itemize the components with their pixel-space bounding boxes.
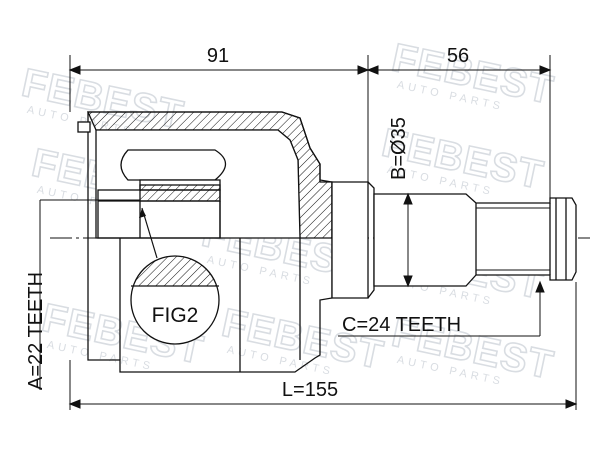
dim-b-label: B=Ø35 bbox=[388, 117, 410, 180]
dim-c bbox=[338, 280, 545, 337]
arrow bbox=[565, 399, 578, 409]
arrow bbox=[539, 65, 552, 75]
roller bbox=[120, 149, 227, 181]
dim-91 bbox=[68, 55, 370, 182]
arrow bbox=[68, 399, 81, 409]
shaft-splined-end bbox=[373, 193, 577, 287]
dim-56 bbox=[366, 55, 552, 198]
tripod-assembly bbox=[97, 149, 227, 239]
housing-notch bbox=[77, 121, 91, 133]
arrow bbox=[403, 275, 413, 288]
dim-l-label: L=155 bbox=[282, 379, 338, 401]
spider-teeth bbox=[139, 184, 221, 202]
fig2-detail: FIG2 bbox=[130, 207, 220, 345]
dim-b bbox=[403, 192, 413, 288]
dim-l bbox=[68, 282, 578, 410]
watermark-logo: FEBEST AUTO PARTS bbox=[387, 35, 558, 114]
shaft bbox=[331, 181, 577, 299]
dim-c-label: C=24 TEETH bbox=[342, 314, 461, 336]
shaft-neck bbox=[331, 181, 369, 299]
fig2-leader-arrow bbox=[139, 208, 146, 218]
fig2-hatch bbox=[131, 256, 219, 286]
fig2-label: FIG2 bbox=[152, 304, 199, 327]
arrow bbox=[535, 280, 545, 293]
arrow bbox=[366, 65, 379, 75]
arrow bbox=[357, 65, 370, 75]
dim-91-label: 91 bbox=[207, 45, 229, 67]
dim-a bbox=[39, 199, 140, 390]
arrow bbox=[403, 192, 413, 205]
dim-a-label: A=22 TEETH bbox=[25, 272, 47, 390]
dim-56-label: 56 bbox=[447, 45, 469, 67]
shaft-neck-chamfer bbox=[367, 181, 375, 299]
arrow bbox=[68, 65, 81, 75]
